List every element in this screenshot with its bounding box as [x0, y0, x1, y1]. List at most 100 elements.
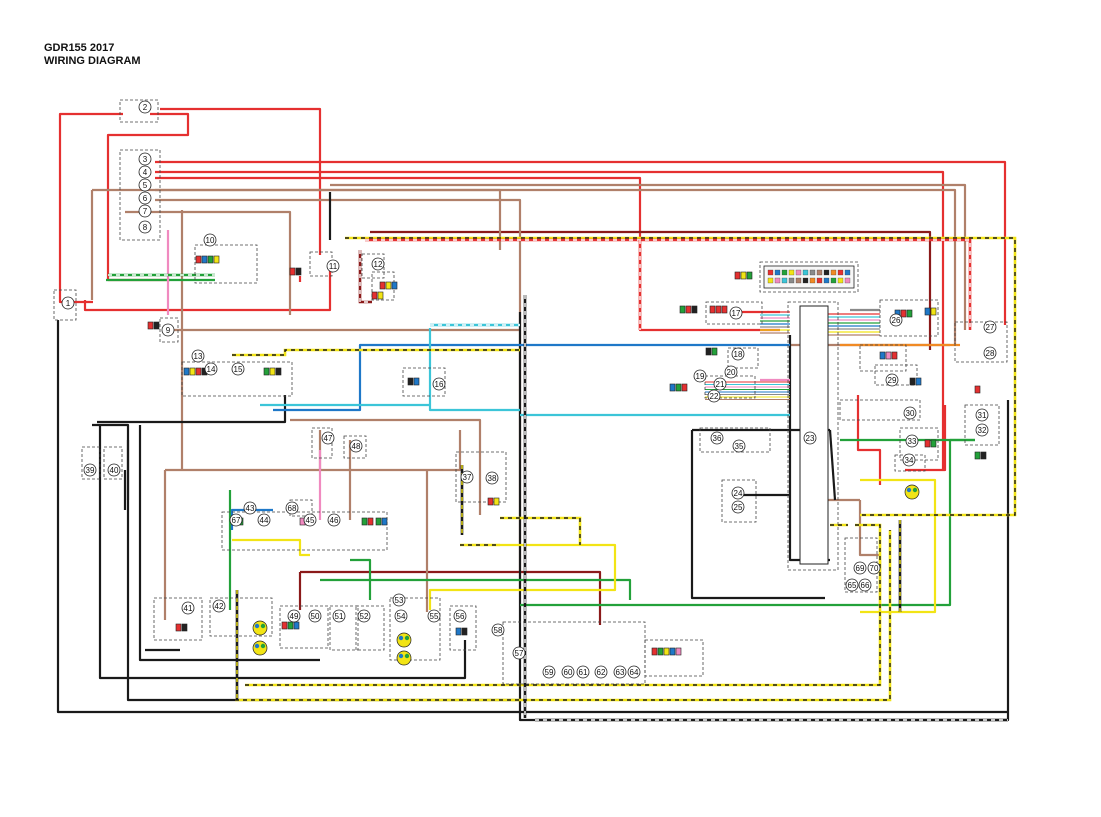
component-number-circle [724, 365, 738, 379]
connector-pin [705, 347, 712, 356]
component-number-label: 48 [352, 442, 361, 451]
component-number-circle [858, 578, 872, 592]
connector-plug [709, 305, 728, 314]
connector-pin [371, 291, 378, 300]
component-69: 69 [853, 561, 867, 575]
component-number-circle [349, 439, 363, 453]
connector-plug [705, 347, 718, 356]
component-number-label: 24 [734, 489, 743, 498]
component-number-label: 59 [545, 668, 554, 677]
ecu-connector-pin [767, 277, 774, 284]
wire-yellow-black [345, 236, 1017, 517]
component-number-circle [203, 233, 217, 247]
component-number-circle [138, 220, 152, 234]
component-number-circle [853, 561, 867, 575]
component-number-label: 64 [630, 668, 639, 677]
component-boundary [119, 99, 159, 123]
component-12: 12 [371, 257, 385, 271]
component-boundary [759, 261, 859, 293]
component-number-circle [138, 165, 152, 179]
component-number-circle [732, 439, 746, 453]
wire-red [905, 405, 947, 472]
wire-red [58, 112, 123, 304]
wire-black [138, 425, 320, 662]
component-45: 45 [303, 513, 317, 527]
component-55: 55 [427, 609, 441, 623]
connector-plug [289, 267, 302, 276]
connector-plug [263, 367, 282, 376]
component-number-label: 51 [335, 612, 344, 621]
lamp-dot [254, 623, 260, 629]
component-number-label: 47 [324, 434, 333, 443]
component-number-circle [321, 431, 335, 445]
component-number-circle [453, 609, 467, 623]
ecu-connector [763, 265, 855, 289]
component-number-circle [243, 501, 257, 515]
connector-pin [711, 347, 718, 356]
connector-pin [974, 451, 981, 460]
ecu-connector-pin [809, 269, 816, 276]
component-number-circle [975, 423, 989, 437]
component-39: 39 [83, 463, 97, 477]
connector-pin [153, 321, 160, 330]
component-number-circle [594, 665, 608, 679]
connector-pin [663, 647, 670, 656]
lamp-symbol [396, 632, 412, 648]
connector-pin [195, 255, 202, 264]
connector-plug [924, 439, 937, 448]
component-24: 24 [731, 486, 745, 500]
connector-pin [909, 377, 916, 386]
component-boundary [879, 299, 939, 337]
ecu-connector-pin [774, 269, 781, 276]
component-19: 19 [693, 369, 707, 383]
ecu-connector-pin [823, 277, 830, 284]
component-number-label: 43 [246, 504, 255, 513]
component-number-circle [326, 259, 340, 273]
component-number-label: 41 [184, 604, 193, 613]
component-number-label: 55 [430, 612, 439, 621]
connector-pin [407, 377, 414, 386]
component-number-circle [561, 665, 575, 679]
connector-pin [201, 255, 208, 264]
component-number-label: 17 [732, 309, 741, 318]
title-diagram: WIRING DIAGRAM [44, 55, 141, 67]
component-53: 53 [392, 593, 406, 607]
connector-plug [455, 627, 468, 636]
wire-red [83, 270, 332, 312]
connector-plug [669, 383, 688, 392]
lamp-icon [396, 632, 412, 648]
component-number-circle [627, 665, 641, 679]
connector-pin [385, 281, 392, 290]
connector-pin [375, 517, 382, 526]
component-number-label: 9 [166, 326, 171, 335]
connector-pin [930, 439, 937, 448]
component-boundary [964, 404, 1000, 446]
component-number-label: 52 [360, 612, 369, 621]
connector-plug [924, 307, 937, 316]
lamp-icon [252, 620, 268, 636]
component-44: 44 [257, 513, 271, 527]
connector-pin [275, 367, 282, 376]
component-number-label: 70 [870, 564, 879, 573]
component-number-label: 56 [456, 612, 465, 621]
connector-pin [381, 517, 388, 526]
component-16: 16 [432, 377, 446, 391]
wire-yellow [428, 543, 617, 610]
component-63: 63 [613, 665, 627, 679]
component-number-circle [693, 369, 707, 383]
ecu-connector-pin [837, 269, 844, 276]
component-33: 33 [905, 434, 919, 448]
component-40: 40 [107, 463, 121, 477]
connector-plug [734, 271, 753, 280]
component-number-circle [542, 665, 556, 679]
component-9: 9 [161, 323, 175, 337]
lamp-dot [398, 635, 404, 641]
component-boundary [53, 289, 77, 321]
component-number-circle [731, 486, 745, 500]
connector-pin [915, 377, 922, 386]
wire-brown [165, 430, 462, 472]
connector-plug [379, 281, 398, 290]
component-number-circle [803, 431, 817, 445]
component-number-label: 44 [260, 516, 269, 525]
ecu-connector-pin [844, 269, 851, 276]
